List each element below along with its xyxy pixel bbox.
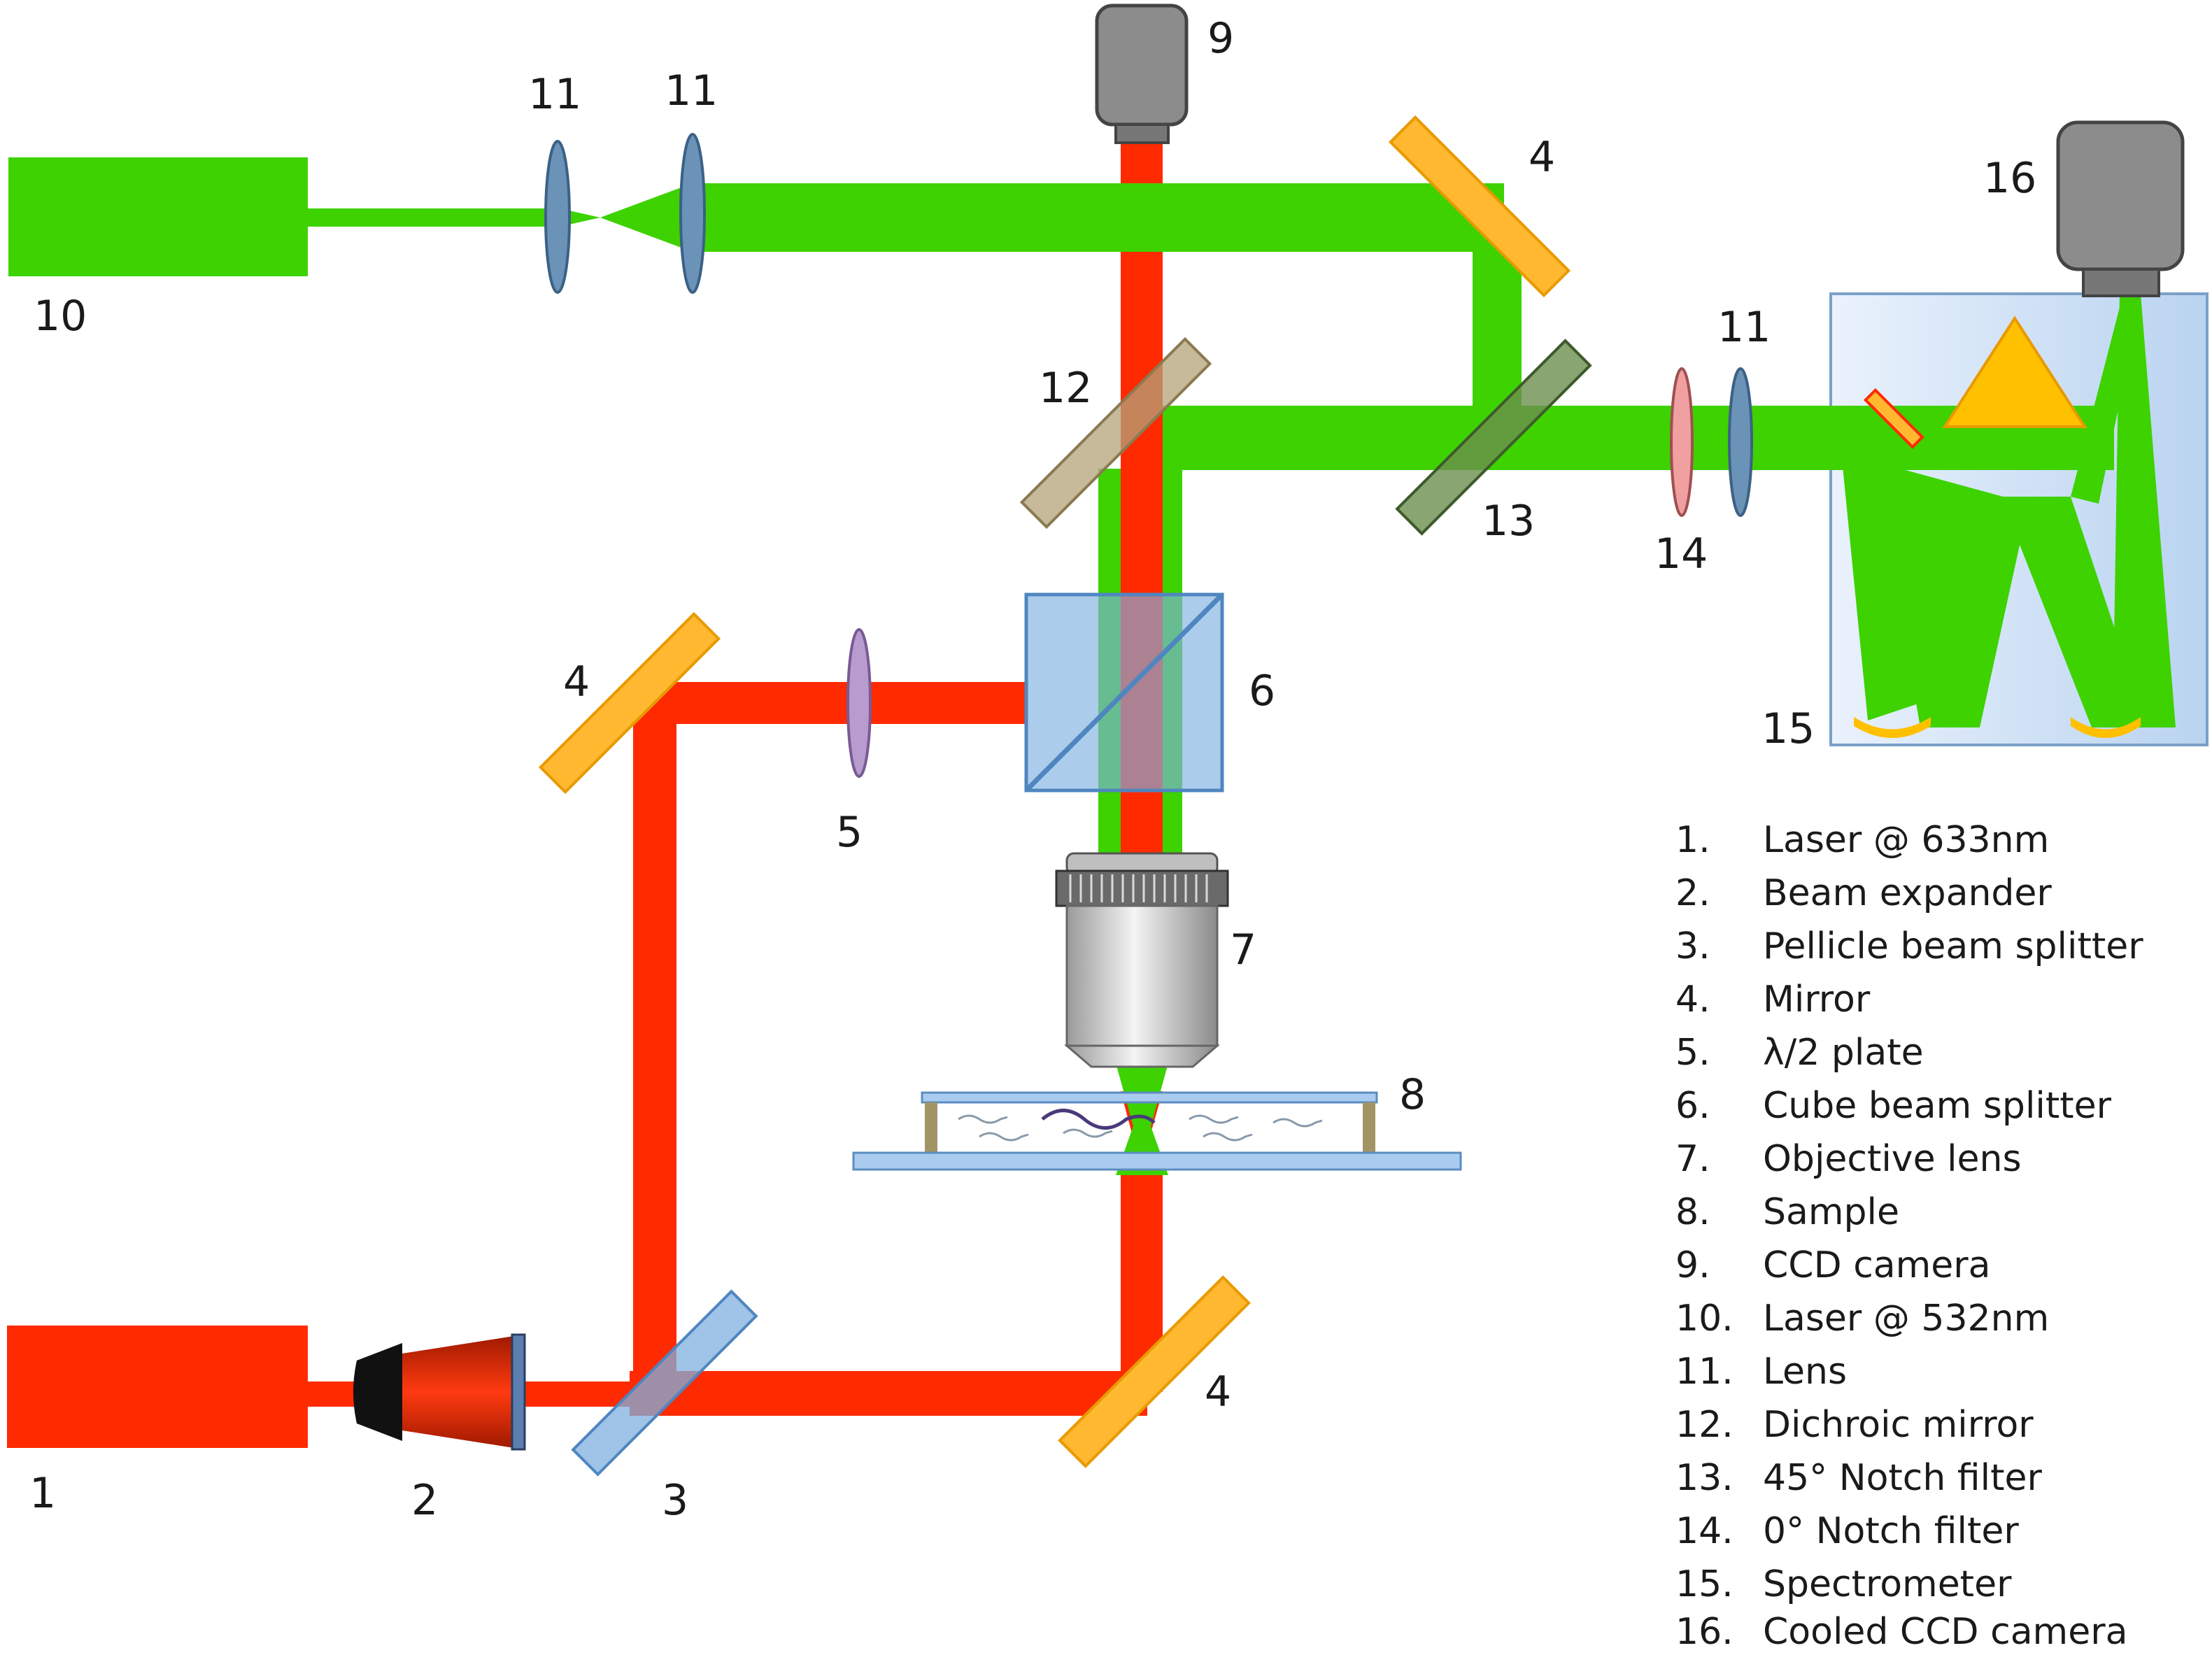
label-spectrometer: 15 (1761, 704, 1815, 753)
legend-text-3: Pellicle beam splitter (1763, 925, 2143, 967)
legend-num-1: 1. (1675, 819, 1710, 861)
legend-text-16: Cooled CCD camera (1763, 1611, 2127, 1653)
label-ccd: 9 (1207, 14, 1234, 63)
half-wave-plate (846, 628, 872, 778)
mirror-upper-left (538, 611, 721, 795)
legend-text-7: Objective lens (1763, 1138, 2022, 1180)
sample (852, 1091, 1462, 1171)
legend-text-12: Dichroic mirror (1763, 1404, 2034, 1446)
legend-text-14: 0° Notch filter (1763, 1510, 2019, 1552)
spectrometer-beam (1840, 294, 2176, 727)
ccd-camera (1095, 3, 1189, 144)
legend-num-12: 12. (1675, 1404, 1734, 1446)
legend-num-3: 3. (1675, 925, 1710, 967)
cube-beam-splitter (1024, 592, 1224, 793)
mirror-top (1388, 115, 1571, 298)
label-lens-b: 11 (665, 66, 718, 115)
lens-11-b (679, 133, 706, 294)
legend-num-15: 15. (1675, 1563, 1734, 1605)
legend-text-9: CCD camera (1763, 1244, 1991, 1286)
legend-text-1: Laser @ 633nm (1763, 819, 2049, 861)
legend-text-15: Spectrometer (1763, 1563, 2012, 1605)
lens-11-c (1728, 367, 1753, 517)
label-cube: 6 (1249, 667, 1275, 716)
laser-532nm (8, 157, 308, 276)
label-dichroic: 12 (1039, 364, 1092, 413)
label-mirror-upper-left: 4 (563, 658, 590, 706)
legend-num-11: 11. (1675, 1351, 1734, 1393)
legend-num-16: 16. (1675, 1611, 1734, 1653)
pellicle-beam-splitter (571, 1289, 758, 1477)
legend-num-6: 6. (1675, 1085, 1710, 1127)
beam-expander (353, 1333, 526, 1451)
legend-text-8: Sample (1763, 1191, 1899, 1233)
label-halfwave: 5 (836, 808, 863, 857)
legend-text-13: 45° Notch filter (1763, 1457, 2042, 1499)
legend-num-10: 10. (1675, 1298, 1734, 1340)
legend-num-7: 7. (1675, 1138, 1710, 1180)
label-mirror-top: 4 (1529, 133, 1555, 182)
label-lens-c: 11 (1717, 303, 1771, 352)
label-laser-633: 1 (29, 1469, 56, 1518)
legend-text-2: Beam expander (1763, 872, 2052, 914)
laser-633nm (7, 1326, 308, 1448)
legend-text-10: Laser @ 532nm (1763, 1298, 2049, 1340)
spectrometer-mirror-right (2071, 717, 2141, 738)
legend-text-5: λ/2 plate (1763, 1032, 1924, 1074)
label-laser-532: 10 (34, 292, 87, 341)
label-pellicle: 3 (662, 1476, 688, 1525)
label-cooled-ccd: 16 (1983, 154, 2036, 203)
dichroic-mirror (1019, 336, 1212, 530)
legend-num-5: 5. (1675, 1032, 1710, 1074)
legend-num-8: 8. (1675, 1191, 1710, 1233)
label-notch0: 14 (1654, 530, 1708, 578)
label-sample: 8 (1399, 1070, 1426, 1119)
notch-filter-0 (1670, 367, 1694, 517)
legend-num-14: 14. (1675, 1510, 1734, 1552)
mirror-bottom (1058, 1275, 1251, 1468)
label-mirror-bottom: 4 (1205, 1368, 1231, 1416)
label-lens-a: 11 (528, 70, 581, 119)
legend-text-4: Mirror (1763, 979, 1871, 1021)
lens-11-a (544, 140, 571, 294)
legend-num-13: 13. (1675, 1457, 1734, 1499)
legend-text-6: Cube beam splitter (1763, 1085, 2112, 1127)
spectrometer-prism (1942, 315, 2087, 428)
cooled-ccd-camera (2056, 120, 2185, 297)
spectrometer-slit-mirror (1863, 388, 1924, 449)
legend: 1. Laser @ 633nm 2. Beam expander 3. Pel… (1675, 819, 2143, 1653)
legend-num-2: 2. (1675, 872, 1710, 914)
objective-lens (1055, 852, 1229, 1068)
legend-num-4: 4. (1675, 979, 1710, 1021)
spectrometer-mirror-left (1854, 717, 1931, 738)
label-objective: 7 (1230, 925, 1256, 974)
label-notch45: 13 (1482, 497, 1535, 546)
notch-filter-45 (1395, 339, 1592, 536)
legend-text-11: Lens (1763, 1351, 1847, 1393)
legend-num-9: 9. (1675, 1244, 1710, 1286)
label-expander: 2 (411, 1476, 438, 1525)
